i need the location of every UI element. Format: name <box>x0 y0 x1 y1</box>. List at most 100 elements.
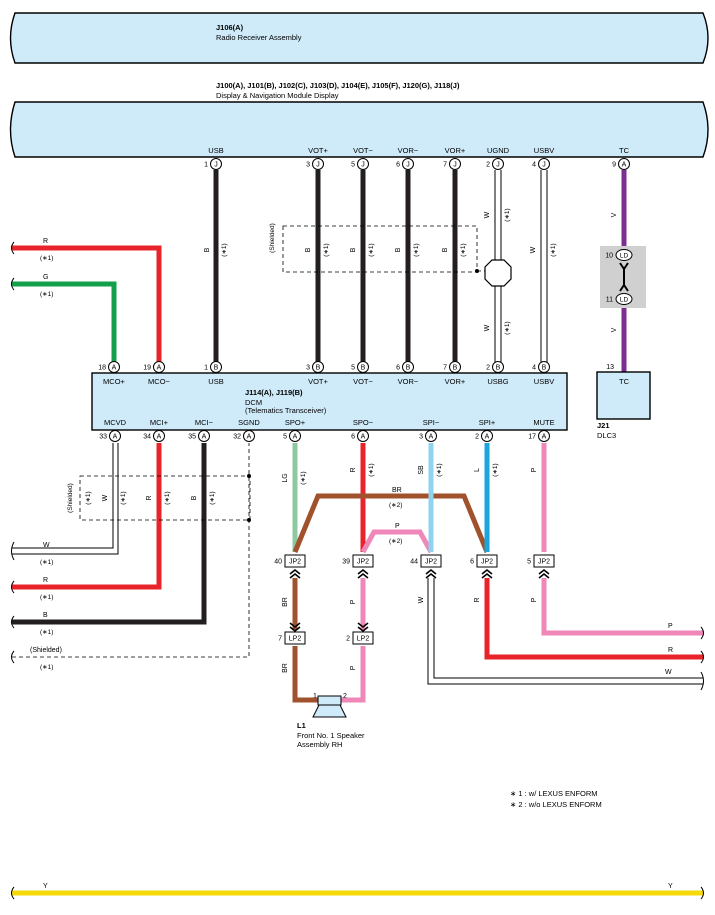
dcm-bottom-pin-number: 3 <box>419 434 423 441</box>
speaker-pin-1: 1 <box>313 693 317 700</box>
break-mark-1 <box>11 241 15 255</box>
dcm-top-pin: B4 <box>532 361 550 373</box>
jp2-connector-chevron-icon <box>357 568 369 579</box>
lp2-connector-chevron-icon <box>289 622 301 633</box>
speaker-name-2: Assembly RH <box>297 740 342 749</box>
dcm-bottom-pin-label: SGND <box>238 418 260 427</box>
dcm-bottom-pin-letter: A <box>542 434 547 441</box>
note-1-w-left: (∗1) <box>40 559 53 566</box>
display-pin-letter: J <box>316 162 320 169</box>
display-pins: USBJ1VOT+J3VOT−J5VOR−J6VOR+J7UGNDJ2USBVJ… <box>204 146 630 170</box>
wire-label: BR <box>282 663 289 673</box>
dcm-top-pin: A19 <box>143 361 165 373</box>
shielded-label-upper: (Shielded) <box>269 223 276 253</box>
shielded-label-lower: (Shielded) <box>67 483 74 513</box>
dcm-bottom-pin-letter: A <box>429 434 434 441</box>
dcm-bottom-pin: A5 <box>283 430 301 442</box>
note-1-r-left: (∗1) <box>40 594 53 601</box>
note-1-s-left: (∗1) <box>40 664 53 671</box>
wire-note: (∗1) <box>120 491 127 504</box>
wire-label: B <box>350 247 357 252</box>
dcm-bottom-pin-number: 6 <box>351 434 355 441</box>
wire-label: R <box>474 597 481 602</box>
lp2-connector-number: 2 <box>346 636 350 643</box>
radio-receiver-name: Radio Receiver Assembly <box>216 33 302 42</box>
dcm-bottom-pin: A35 <box>188 430 210 442</box>
dlc3-pin-label: TC <box>619 377 630 386</box>
dcm-top-pin-label: VOR− <box>398 377 419 386</box>
ld-pin-name: LD <box>620 253 629 260</box>
wire-note: (∗1) <box>504 208 511 221</box>
dcm-top-pin-label: VOR+ <box>445 377 466 386</box>
display-pin-label: VOR− <box>398 146 419 155</box>
wire-code-r-left: R <box>43 577 48 584</box>
lp2-connector-label: LP2 <box>289 636 302 643</box>
ld-link-arrows-icon <box>619 262 629 292</box>
wire-code-y-left: Y <box>43 883 48 890</box>
dcm-bottom-pin-letter: A <box>485 434 490 441</box>
wire-label: W <box>418 596 425 603</box>
lower-wire-labels: W(∗1)(∗1)R(∗1)B(∗1)LG(∗1)R(∗1)SB(∗1)L(∗1… <box>85 463 538 673</box>
dcm-top-pin-label: MCO+ <box>103 377 125 386</box>
wire-code-r-1: R <box>43 238 48 245</box>
wire-label: B <box>442 247 449 252</box>
display-pin-label: UGND <box>487 146 510 155</box>
shield-box-lower <box>79 475 251 521</box>
dcm-bottom-pin-label: MCVD <box>104 418 127 427</box>
display-pin-letter: J <box>406 162 410 169</box>
display-pin-number: 7 <box>443 162 447 169</box>
speaker-icon <box>312 695 347 718</box>
dcm-top-pin: A18 <box>98 361 120 373</box>
speaker-id: L1 <box>297 721 306 730</box>
display-pin-label: VOT+ <box>308 146 328 155</box>
ld-pin-number: 10 <box>605 253 613 260</box>
dlc3-id: J21 <box>597 421 610 430</box>
dcm-top-pin-number: 3 <box>306 365 310 372</box>
dcm-top-pin-letter: B <box>453 365 458 372</box>
dcm-bottom-pin-letter: A <box>157 434 162 441</box>
wire-note: (∗1) <box>436 463 443 476</box>
display-pin-number: 5 <box>351 162 355 169</box>
dcm-bottom-pin-letter: A <box>361 434 366 441</box>
dcm-top-pin-number: 6 <box>396 365 400 372</box>
dcm-bottom-pins: MCVDA33MCI+A34MCI−A35SGNDA32SPO+A5SPO−A6… <box>99 418 555 442</box>
dcm-bottom-pin-number: 5 <box>283 434 287 441</box>
speaker-pin-2: 2 <box>343 693 347 700</box>
dcm-bottom-pin-label: MUTE <box>533 418 554 427</box>
wire-code-g: G <box>43 274 48 281</box>
wire-label: B <box>305 247 312 252</box>
dcm-top-pin-number: 1 <box>204 365 208 372</box>
display-dcm-wires <box>213 170 646 372</box>
note-2-br: (∗2) <box>389 502 402 509</box>
display-pin-letter: J <box>361 162 365 169</box>
wire-label: V <box>611 212 618 217</box>
display-pin-label: VOT− <box>353 146 373 155</box>
dcm-top-pin-label: VOT− <box>353 377 373 386</box>
display-pin: J4 <box>532 158 550 170</box>
wire-note: (∗1) <box>221 243 228 256</box>
note-1-b: (∗1) <box>40 291 53 298</box>
wire-label: P <box>531 467 538 472</box>
ground-octagon-icon <box>484 259 512 287</box>
dcm-bottom-pin-number: 32 <box>233 434 241 441</box>
dcm-bottom-pin-label: SPI+ <box>479 418 496 427</box>
dlc3-pin-number: 13 <box>606 364 614 371</box>
jp2-connector-chevron-icon <box>481 568 493 579</box>
dcm-bottom-pin-number: 33 <box>99 434 107 441</box>
dcm-bottom-pin: A2 <box>475 430 493 442</box>
wire-label: R <box>350 467 357 472</box>
dcm-bottom-pin: A17 <box>528 430 550 442</box>
dcm-box <box>91 372 568 431</box>
wire-label: SB <box>418 465 425 475</box>
wire-label: P <box>531 597 538 602</box>
dcm-bottom-pin-letter: A <box>293 434 298 441</box>
dcm-top-pin: B7 <box>443 361 461 373</box>
dcm-bottom-pin-label: SPO− <box>353 418 374 427</box>
wire-code-br-bridge: BR <box>392 487 402 494</box>
